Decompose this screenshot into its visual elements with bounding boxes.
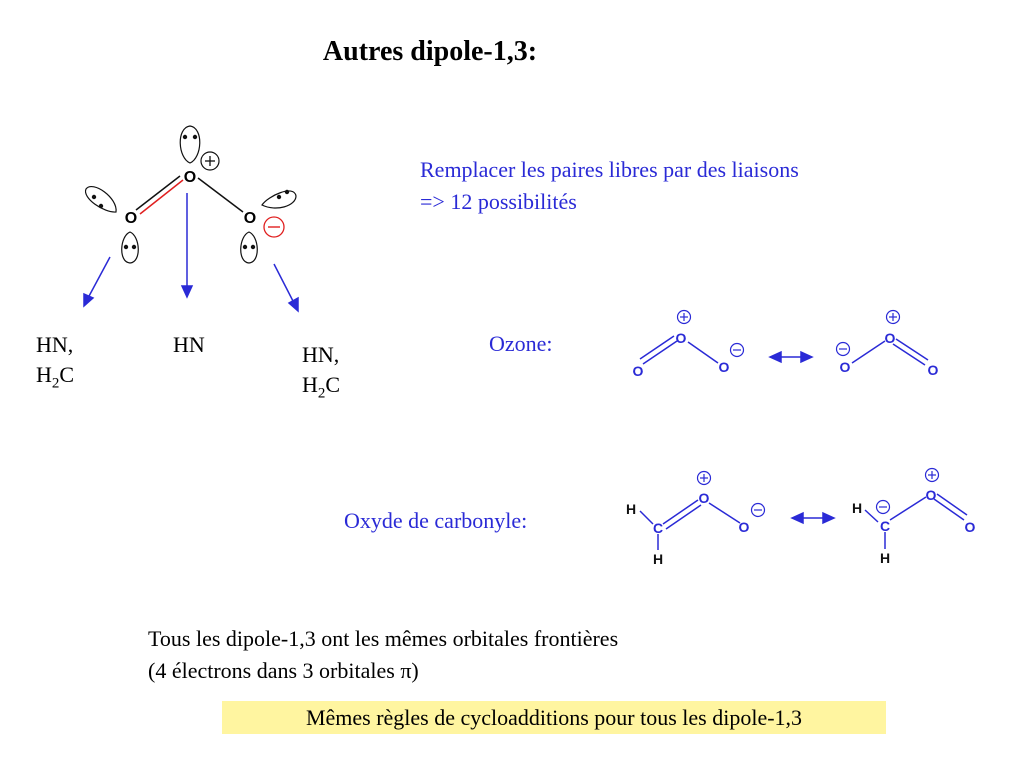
ozone2-oxygen-left: O <box>840 359 851 375</box>
carbonyl2-hydrogen-bottom: H <box>880 550 890 566</box>
carbonyl-oxide-label: Oxyde de carbonyle: <box>344 508 528 533</box>
carbonyl2-oxygen-right: O <box>965 519 976 535</box>
electron-dots <box>91 134 290 250</box>
substituent-middle: HN <box>173 332 205 357</box>
carbonyl1-oxygen-right: O <box>739 519 750 535</box>
sigma-bond-left <box>135 175 181 211</box>
footer-text: Tous les dipole-1,3 ont les mêmes orbita… <box>148 626 619 683</box>
remark-text: Remplacer les paires libres par des liai… <box>420 157 799 214</box>
substituent-left: HN, H2C <box>36 332 75 392</box>
lone-pair-orbital-icon <box>85 125 297 264</box>
carbonyl1-carbon: C <box>653 520 663 536</box>
carbonyl1-hydrogen-top: H <box>626 501 636 517</box>
carbonyl1-hydrogen-bottom: H <box>653 551 663 567</box>
ozone1-oxygen-right: O <box>719 359 730 375</box>
minus-charge-icon <box>263 216 285 238</box>
oxygen-atom-left: O <box>125 210 137 227</box>
ozone2-oxygen-right: O <box>928 362 939 378</box>
resonance-arrow-icon <box>768 350 836 525</box>
substituent-right: HN, H2C <box>302 342 341 402</box>
oxygen-atom-central: O <box>184 169 196 186</box>
ozone2-oxygen-center: O <box>885 330 896 346</box>
plus-charge-icon <box>200 151 220 171</box>
ozone1-oxygen-center: O <box>676 330 687 346</box>
ozone1-oxygen-left: O <box>633 363 644 379</box>
ozone-label: Ozone: <box>489 331 553 356</box>
slide-title: Autres dipole-1,3: <box>322 36 538 67</box>
minus-charge-icon <box>729 341 891 518</box>
oxygen-atom-right: O <box>244 210 256 227</box>
pi-bond-red <box>139 179 184 215</box>
conclusion-highlight: Mêmes règles de cycloadditions pour tous… <box>222 701 886 734</box>
plus-charge-icon <box>676 309 940 486</box>
carbonyl2-carbon: C <box>880 518 890 534</box>
sigma-bond-right <box>197 177 244 213</box>
carbonyl2-hydrogen-top: H <box>852 500 862 516</box>
substitution-arrows <box>83 193 299 313</box>
carbonyl2-oxygen-center: O <box>926 487 937 503</box>
carbonyl1-oxygen-center: O <box>699 490 710 506</box>
